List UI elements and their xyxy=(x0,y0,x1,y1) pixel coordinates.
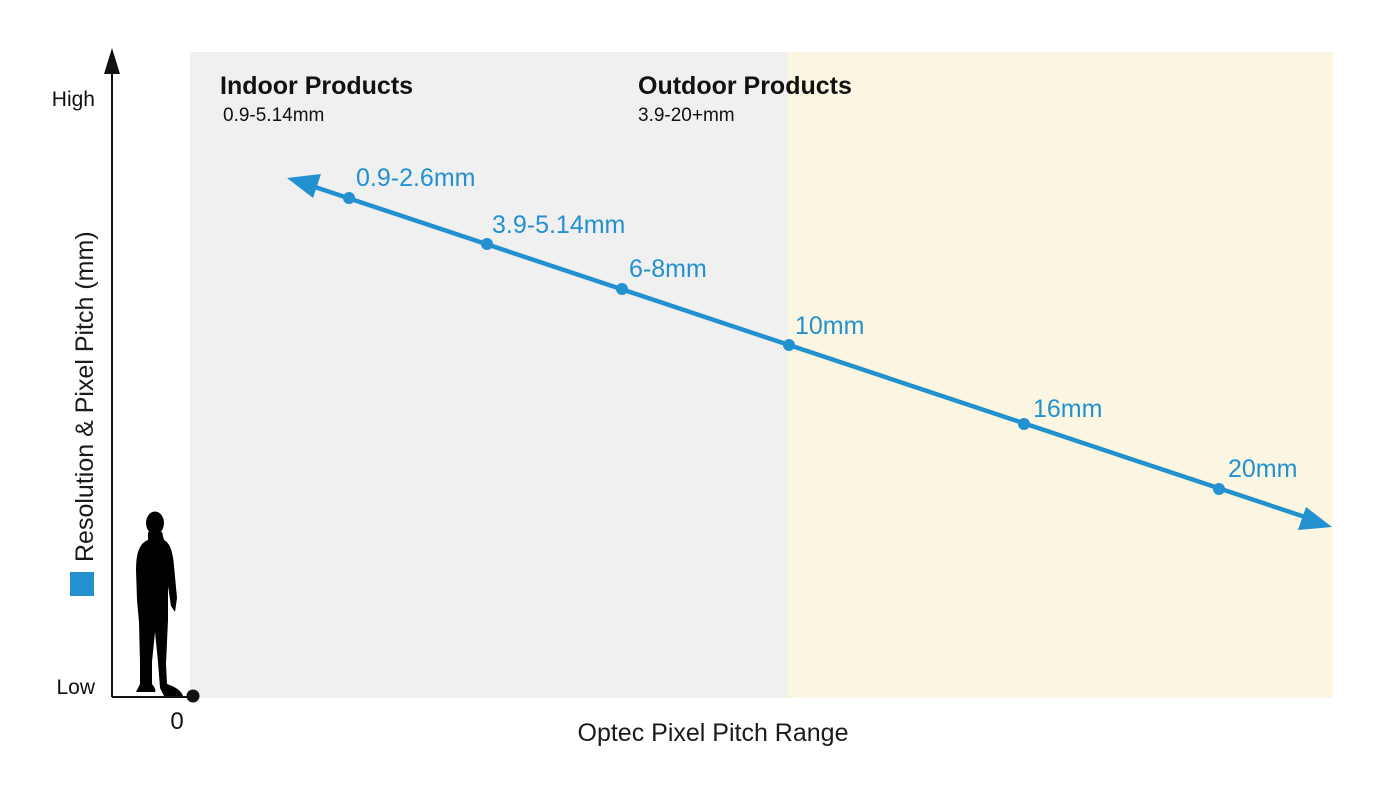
outdoor-range: 3.9-20+mm xyxy=(638,105,735,126)
trend-point xyxy=(1018,418,1030,430)
trend-point-label: 20mm xyxy=(1228,455,1297,483)
indoor-region xyxy=(190,52,788,698)
x-axis-origin-label: 0 xyxy=(170,708,183,735)
trend-point-label: 6-8mm xyxy=(629,255,707,283)
trend-point-label: 3.9-5.14mm xyxy=(492,211,625,239)
y-axis-high-label: High xyxy=(52,88,95,111)
legend-swatch xyxy=(70,572,94,596)
x-axis-title: Optec Pixel Pitch Range xyxy=(578,719,849,747)
outdoor-title: Outdoor Products xyxy=(638,72,852,100)
y-axis-low-label: Low xyxy=(56,676,95,699)
trend-point-label: 0.9-2.6mm xyxy=(356,164,475,192)
y-axis-title-group: Resolution & Pixel Pitch (mm) xyxy=(70,231,99,596)
trend-point xyxy=(616,283,628,295)
origin-dot xyxy=(186,689,200,703)
trend-point-label: 16mm xyxy=(1033,395,1102,423)
trend-point xyxy=(1213,483,1225,495)
trend-arrowhead-end xyxy=(1298,507,1332,530)
indoor-range: 0.9-5.14mm xyxy=(223,105,324,126)
trend-point xyxy=(783,339,795,351)
trend-point xyxy=(481,238,493,250)
y-axis-title: Resolution & Pixel Pitch (mm) xyxy=(71,231,99,562)
y-axis-arrowhead xyxy=(104,48,120,74)
trend-line xyxy=(305,181,1312,522)
trend-point xyxy=(343,192,355,204)
person-silhouette-icon xyxy=(136,511,183,696)
outdoor-region xyxy=(788,52,1333,698)
trend-arrowhead-start xyxy=(287,174,321,198)
indoor-title: Indoor Products xyxy=(220,72,413,100)
trend-point-label: 10mm xyxy=(795,312,864,340)
